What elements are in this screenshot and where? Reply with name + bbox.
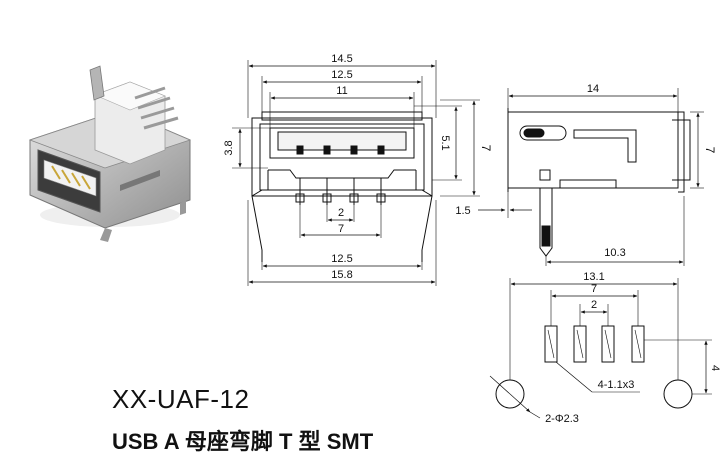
dim-body-height: 7 xyxy=(479,145,493,152)
dim-port-height: 3.8 xyxy=(223,140,235,155)
side-right-flange xyxy=(678,111,685,193)
front-lower-body xyxy=(268,169,416,179)
dim-shell-width: 12.5 xyxy=(331,69,352,81)
pcb-hole-right xyxy=(663,379,693,409)
pcb-hole-left xyxy=(495,379,525,409)
pcb-layout-labels: 13.1 7 2 4 4-1.1x3 2-Φ2.3 xyxy=(545,271,721,425)
side-view xyxy=(478,88,704,266)
dim-pcb-overall-width: 13.1 xyxy=(583,271,604,283)
dim-pcb-pad-span: 7 xyxy=(591,283,597,295)
dim-overall-width: 14.5 xyxy=(331,53,352,65)
front-shell-outline xyxy=(251,117,433,197)
dim-side-length: 14 xyxy=(587,83,599,95)
dim-pcb-hole-spec: 2-Φ2.3 xyxy=(545,413,579,425)
side-body-outline xyxy=(507,111,679,189)
front-shell-top-lip xyxy=(261,111,423,121)
product-description: USB A 母座弯脚 T 型 SMT xyxy=(112,429,374,454)
pcb-layout xyxy=(489,278,712,419)
front-contacts xyxy=(296,145,385,155)
front-right-leg xyxy=(421,189,433,262)
front-view-labels: 14.5 12.5 11 3.8 5.1 7 2 7 12.5 15.8 xyxy=(223,53,493,281)
dim-leg-span-inner: 12.5 xyxy=(331,253,352,265)
dim-body-height-inner: 5.1 xyxy=(439,135,451,150)
dim-side-height: 7 xyxy=(703,147,717,154)
front-inner-outline xyxy=(259,123,425,191)
front-pins xyxy=(295,178,386,205)
dim-pin-pitch: 2 xyxy=(338,207,344,219)
dim-pcb-hole-offset: 4 xyxy=(709,365,721,371)
dim-side-leg-position: 10.3 xyxy=(604,247,625,259)
pcb-pads xyxy=(544,325,645,363)
dim-port-width: 11 xyxy=(336,85,347,97)
side-small-window xyxy=(539,169,551,181)
dim-pcb-pad-spec: 4-1.1x3 xyxy=(598,379,635,391)
product-photo xyxy=(28,65,192,242)
dim-pcb-pad-pitch: 2 xyxy=(591,299,597,311)
product-model: XX-UAF-12 xyxy=(112,384,250,414)
side-view-labels: 14 7 1.5 10.3 xyxy=(455,83,717,259)
dim-side-pin-offset: 1.5 xyxy=(455,205,470,217)
front-left-leg xyxy=(251,189,263,262)
front-port-cavity xyxy=(269,127,415,159)
front-view xyxy=(232,60,480,286)
front-port-tongue xyxy=(277,131,407,151)
side-oval-slot xyxy=(519,125,567,141)
dim-pin-span: 7 xyxy=(338,223,344,235)
side-spring-contact xyxy=(573,129,637,163)
dim-leg-span-outer: 15.8 xyxy=(331,269,352,281)
